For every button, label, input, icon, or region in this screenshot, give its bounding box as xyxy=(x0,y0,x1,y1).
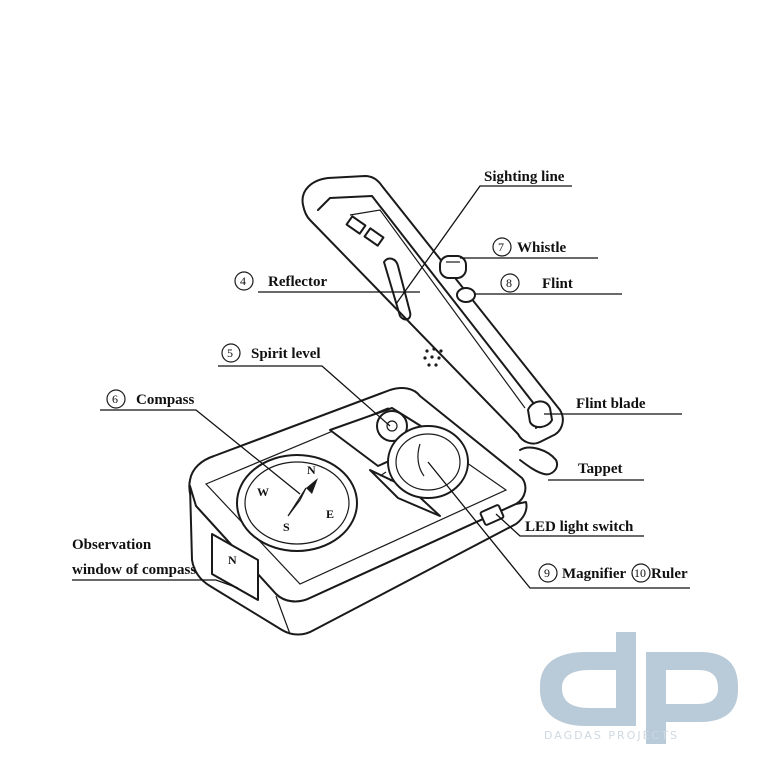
observation-label-line1: Observation xyxy=(72,537,152,553)
spirit-level-number: 5 xyxy=(227,346,233,360)
watermark-logo: DAGDAS PROJECTS xyxy=(540,632,738,744)
compass-letter-e: E xyxy=(326,507,334,521)
magnifier-leader xyxy=(427,461,690,589)
flint-number-circle xyxy=(500,273,520,293)
spirit-level-leader xyxy=(218,365,391,427)
observation-leader xyxy=(72,579,239,589)
flint-blade-label: Flint blade xyxy=(576,396,646,412)
led-switch-leader xyxy=(495,513,644,537)
compass-letter-n: N xyxy=(307,463,316,477)
spirit-level-label: Spirit level xyxy=(251,346,321,362)
led-switch-label: LED light switch xyxy=(525,519,634,535)
ruler-number-circle xyxy=(631,563,651,583)
reflector-label: Reflector xyxy=(268,274,327,290)
magnifier-number-circle xyxy=(538,563,558,583)
callout-labels: Sighting line 7 Whistle 4 Reflector 8 Fl… xyxy=(72,169,688,583)
whistle-number-circle xyxy=(492,237,512,257)
leader-lines xyxy=(72,185,690,589)
ruler-number: 10 xyxy=(634,566,646,580)
compass-letter-s: S xyxy=(283,520,290,534)
compass-number-circle xyxy=(106,389,126,409)
device-illustration: N W E S N xyxy=(188,175,564,636)
magnifier-label: Magnifier xyxy=(562,566,626,582)
compass-letter-w: W xyxy=(257,485,269,499)
lid xyxy=(301,175,564,476)
reflector-number: 4 xyxy=(240,274,246,288)
watermark-text: DAGDAS PROJECTS xyxy=(544,729,679,742)
compass-leader xyxy=(100,409,301,495)
speaker-dots xyxy=(423,347,443,367)
compass-number: 6 xyxy=(112,392,118,406)
sighting-line-label: Sighting line xyxy=(484,169,565,185)
reflector-number-circle xyxy=(234,271,254,291)
flint-label: Flint xyxy=(542,276,573,292)
base-box: N W E S N xyxy=(188,387,528,636)
compass-label: Compass xyxy=(136,392,195,408)
whistle-number: 7 xyxy=(498,240,504,254)
window-n-mark: N xyxy=(228,553,237,567)
flint-number: 8 xyxy=(506,276,512,290)
magnifier-number: 9 xyxy=(544,566,550,580)
ruler-label: Ruler xyxy=(651,566,688,582)
observation-label-line2: window of compass xyxy=(72,562,196,578)
sighting-line-leader xyxy=(395,185,572,305)
whistle-label: Whistle xyxy=(517,240,567,256)
spirit-level-number-circle xyxy=(221,343,241,363)
tappet-label: Tappet xyxy=(578,461,622,477)
